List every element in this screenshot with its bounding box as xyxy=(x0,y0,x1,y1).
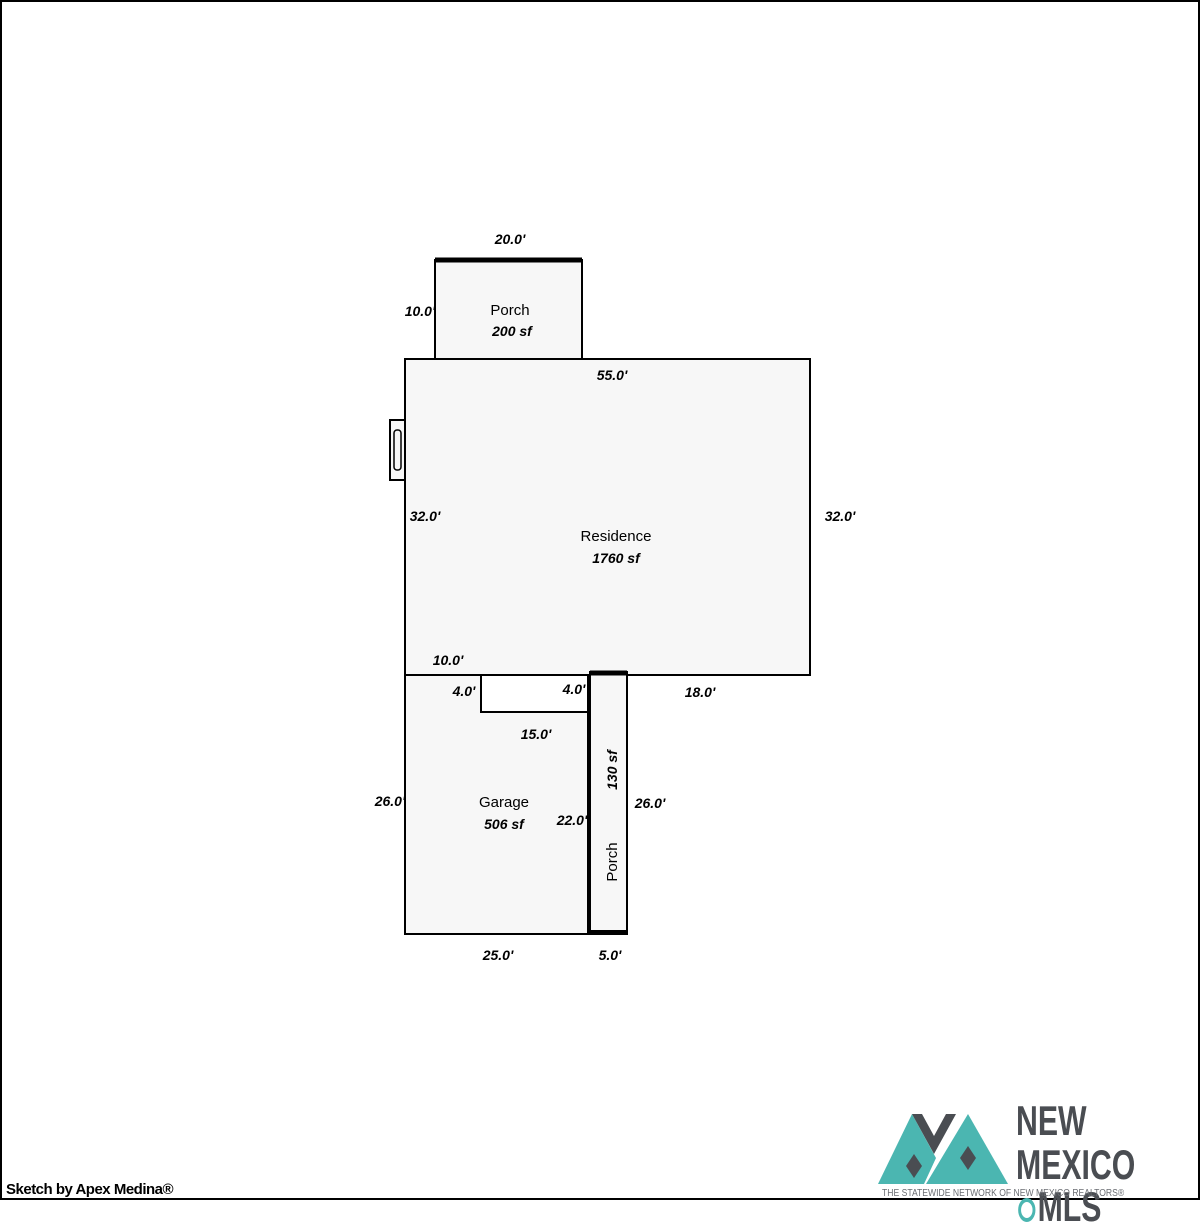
residence-name: Residence xyxy=(581,528,652,545)
dim-garage-left: 26.0' xyxy=(374,793,406,809)
dim-garage-right: 22.0' xyxy=(556,812,588,828)
floor-plan-sketch: Porch 200 sf Residence 1760 sf Garage 50… xyxy=(0,0,1200,1200)
logo-word-mexico: MEXICOMLS xyxy=(1016,1144,1146,1228)
dim-residence-bottom-right: 18.0' xyxy=(685,684,716,700)
dim-garage-bottom: 25.0' xyxy=(482,947,514,963)
sketch-credit: Sketch by Apex Medina® xyxy=(6,1181,173,1198)
garage-sf: 506 sf xyxy=(484,816,525,832)
dim-porch-side-right: 26.0' xyxy=(634,795,666,811)
garage-name: Garage xyxy=(479,794,529,811)
porch-top-name: Porch xyxy=(490,302,529,319)
dim-notch-right: 4.0' xyxy=(562,681,586,697)
dim-residence-top: 55.0' xyxy=(597,367,628,383)
dim-porch-top-depth: 10.0' xyxy=(405,303,436,319)
fireplace-bump xyxy=(390,420,405,480)
zia-symbol-icon xyxy=(1018,1198,1035,1222)
dim-residence-left: 32.0' xyxy=(410,508,441,524)
logo-word-new: NEW xyxy=(1016,1100,1087,1142)
porch-side-name: Porch xyxy=(604,842,621,881)
logo-word-mexico-text: MEXICO xyxy=(1016,1141,1135,1188)
new-mexico-mls-logo: NEW MEXICOMLS THE STATEWIDE NETWORK OF N… xyxy=(876,1096,1196,1196)
residence-sf: 1760 sf xyxy=(592,550,641,566)
porch-side-area xyxy=(590,672,627,934)
logo-tagline: THE STATEWIDE NETWORK OF NEW MEXICO REAL… xyxy=(882,1188,1124,1199)
residence-area xyxy=(405,359,810,675)
dim-residence-right: 32.0' xyxy=(825,508,856,524)
mountain-logo-icon xyxy=(876,1096,1016,1192)
porch-side-sf: 130 sf xyxy=(604,749,620,790)
dim-notch-bottom: 15.0' xyxy=(521,726,552,742)
dim-residence-bottom-left: 10.0' xyxy=(433,652,464,668)
dim-notch-left: 4.0' xyxy=(452,683,476,699)
dim-porch-top-width: 20.0' xyxy=(494,231,526,247)
dim-porch-side-bottom: 5.0' xyxy=(599,947,622,963)
porch-top-sf: 200 sf xyxy=(491,323,533,339)
